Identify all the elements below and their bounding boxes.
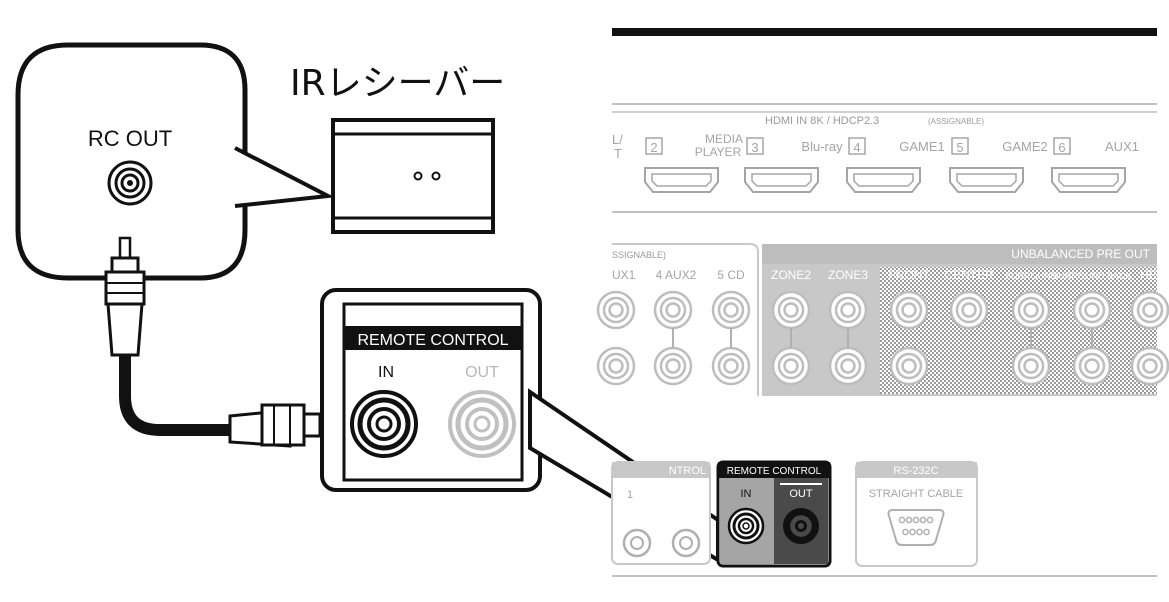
rear-remote-in-jack [727, 507, 765, 545]
remote-control-zoom: REMOTE CONTROL IN OUT [320, 288, 542, 492]
hdmi-name-aux1: AUX1 [1105, 139, 1139, 154]
preout-label-surround: SURROUND [1005, 271, 1058, 281]
rear-remote-out-label: OUT [789, 488, 813, 500]
control-partial-label: NTROL [669, 465, 706, 477]
hdmi-num-4: 4 [853, 140, 860, 155]
rear-remote-control: REMOTE CONTROL IN OUT [716, 460, 832, 568]
hdmi-num-6: 6 [1058, 140, 1065, 155]
hdmi-assignable: (ASSIGNABLE) [928, 117, 984, 126]
rs232-header: RS-232C [893, 465, 938, 477]
ir-callout-pointer [234, 146, 335, 208]
hdmi-name-4: Blu-ray [801, 139, 843, 154]
hdmi-num-5: 5 [956, 140, 963, 155]
ir-led-left [413, 171, 423, 181]
control-partial-num: 1 [627, 489, 633, 501]
rear-remote-out-jack [783, 508, 819, 544]
rs232c-port: RS-232C STRAIGHT CABLE [855, 461, 978, 567]
hdmi-port-1 [644, 167, 719, 193]
rc-out-label: RC OUT [88, 126, 172, 151]
audio-section: SSIGNABLE) UX1 4 AUX2 5 CD UNBALANCED PR… [596, 243, 1169, 396]
hdmi-port-3 [846, 167, 921, 193]
control-section: NTROL 1 REMOTE CONTROL IN OUT [611, 460, 1157, 577]
preout-label-front: FRONT [888, 268, 930, 282]
zoom-out-jack [448, 390, 516, 458]
zoom-in-label: IN [378, 364, 394, 381]
hdmi-header: HDMI IN 8K / HDCP2.3 [765, 115, 879, 127]
preout-label-surround-back: SURROUND BACK [1052, 271, 1131, 281]
preout-label-height: HEIG [1140, 268, 1169, 282]
rear-remote-in-label: IN [741, 488, 752, 500]
hdmi-label-partial: L/ [612, 132, 623, 147]
source-device: RC OUT [15, 42, 248, 281]
rear-remote-header: REMOTE CONTROL [727, 466, 822, 477]
trigger-jack-1 [622, 528, 652, 558]
hdmi-name-3: MEDIA [705, 132, 743, 146]
rs232-sub: STRAIGHT CABLE [869, 488, 964, 500]
hdmi-num-2: 2 [650, 140, 657, 155]
zoom-in-jack [350, 390, 418, 458]
audio-label-2: 4 AUX2 [656, 268, 697, 282]
zoom-out-label: OUT [465, 364, 499, 381]
hdmi-port-2 [744, 167, 819, 193]
audio-label-3: 5 CD [717, 268, 745, 282]
zone-label-3: ZONE3 [828, 268, 868, 282]
ir-led-right [431, 171, 441, 181]
ir-receiver [331, 118, 495, 234]
audio-label-1: UX1 [612, 268, 636, 282]
ir-receiver-title: IRレシーバー [290, 63, 505, 104]
audio-assignable: SSIGNABLE) [612, 250, 666, 260]
unbalanced-header: UNBALANCED PRE OUT [1011, 247, 1150, 261]
hdmi-port-4 [949, 167, 1024, 193]
hdmi-name-3b: PLAYER [695, 145, 742, 159]
hdmi-name-5: GAME1 [899, 139, 945, 154]
hdmi-name-6: GAME2 [1002, 139, 1048, 154]
trigger-jack-2 [671, 528, 701, 558]
zone-label-2: ZONE2 [771, 268, 811, 282]
hdmi-port-5 [1051, 167, 1126, 193]
preout-label-center: CENTER [944, 268, 994, 282]
hdmi-label-partial2: T [614, 146, 622, 161]
zoom-header: REMOTE CONTROL [357, 332, 508, 349]
rc-out-jack [107, 160, 153, 206]
rear-panel: HDMI IN 8K / HDCP2.3 (ASSIGNABLE) L/ T 2… [596, 28, 1169, 577]
hdmi-section: HDMI IN 8K / HDCP2.3 (ASSIGNABLE) L/ T 2… [612, 103, 1157, 213]
hdmi-num-3: 3 [751, 140, 758, 155]
